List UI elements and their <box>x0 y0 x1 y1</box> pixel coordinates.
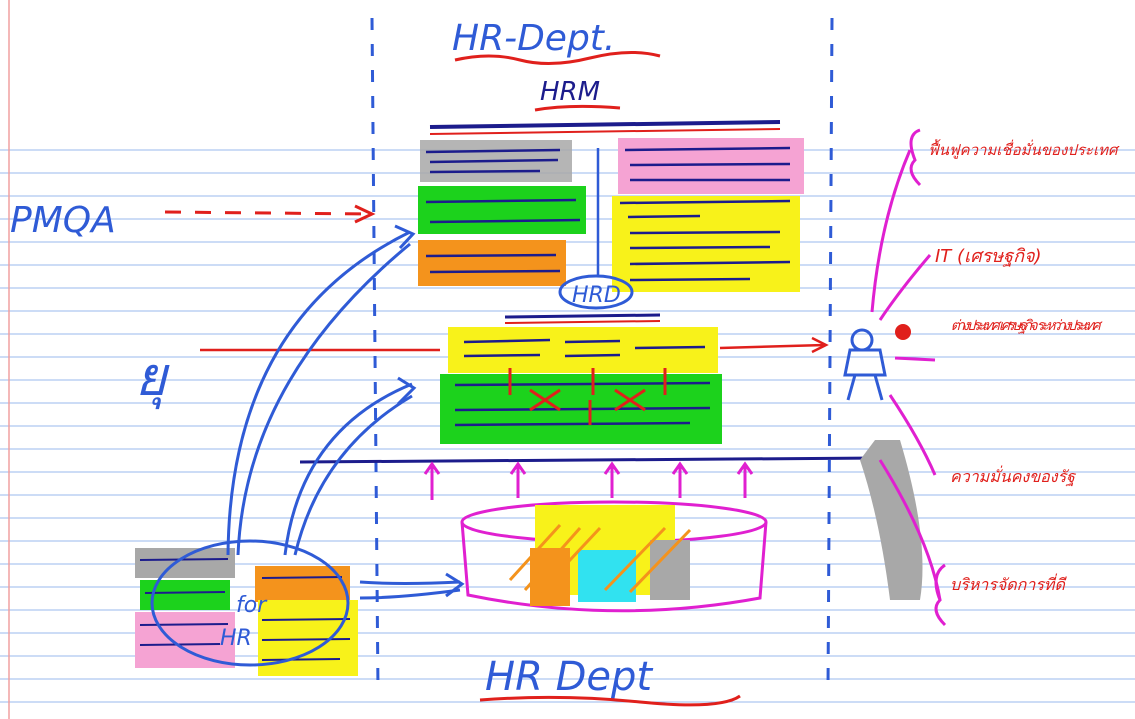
hrd-yellow-block <box>448 327 718 373</box>
right-item-3: ต่างประเทศ เศรษฐกิจ ระหว่างประเทศ <box>951 318 1103 334</box>
left-symbol: ยุ <box>135 345 170 410</box>
for-label: for <box>236 593 268 618</box>
cylinder-body <box>460 521 768 613</box>
subtitle: HRM <box>540 77 600 107</box>
left-notes-pink <box>135 612 235 668</box>
baseline-line <box>299 456 881 464</box>
subtitle-underline <box>534 104 621 112</box>
hrd-yellow-scribbles <box>463 338 706 358</box>
right-item-1: ฟื้นฟูความเชื่อมั่นของประเทศ <box>928 139 1120 159</box>
right-item-1-brace <box>909 128 922 187</box>
hrm-green-block <box>418 186 586 234</box>
red-cross-marks <box>529 388 646 412</box>
hrd-ellipse <box>558 274 634 310</box>
hrm-yellow-block <box>612 196 800 292</box>
cylinder-cyan-fill <box>578 550 636 602</box>
hr-label: HR <box>220 626 252 651</box>
red-strategy-arrowhead <box>811 336 829 354</box>
pmqa-arrowhead <box>354 204 376 224</box>
hrm-heading-scribble <box>429 120 781 129</box>
hrm-heading-underline <box>429 128 781 135</box>
pmqa-label: PMQA <box>10 200 116 241</box>
hrd-red-ticks <box>508 368 667 425</box>
hrm-orange-block <box>418 240 566 286</box>
title-underline <box>454 50 661 66</box>
right-item-2: IT (เศรษฐกิจ) <box>935 246 1042 267</box>
right-item-5-brace <box>934 563 947 627</box>
right-gray-band <box>860 440 923 600</box>
red-strategy-line-right <box>719 343 826 350</box>
hrm-right-scribbles <box>619 146 791 282</box>
hrd-heading-underline <box>504 320 661 324</box>
right-item-4: ความมั่นคงของรัฐ <box>950 465 1077 487</box>
hrd-label: HRD <box>572 283 621 308</box>
hrm-left-scribbles <box>425 148 581 274</box>
hrd-green-scribbles <box>454 381 711 427</box>
blue-curved-arrows <box>226 224 465 600</box>
right-item-5: บริหารจัดการที่ดี <box>950 573 1067 594</box>
right-list: ฟื้นฟูความเชื่อมั่นของประเทศ IT (เศรษฐกิ… <box>909 128 1120 627</box>
bottom-title-underline <box>479 694 741 707</box>
left-notes-gray <box>135 548 235 578</box>
for-hr-ellipse <box>150 539 350 667</box>
right-dashed-divider <box>826 17 834 691</box>
magenta-up-arrows <box>423 461 754 500</box>
cylinder-orange-scribble <box>508 523 692 594</box>
pmqa-dashed-arrow <box>164 210 371 216</box>
person-figure-icon <box>843 328 887 401</box>
title: HR-Dept. <box>452 18 615 59</box>
left-notes-scribbles <box>139 558 351 661</box>
bottom-title: HR Dept <box>485 654 653 700</box>
left-dashed-divider <box>370 17 380 691</box>
red-star-badge-icon <box>895 324 911 340</box>
hrd-heading-scribble <box>504 313 661 319</box>
